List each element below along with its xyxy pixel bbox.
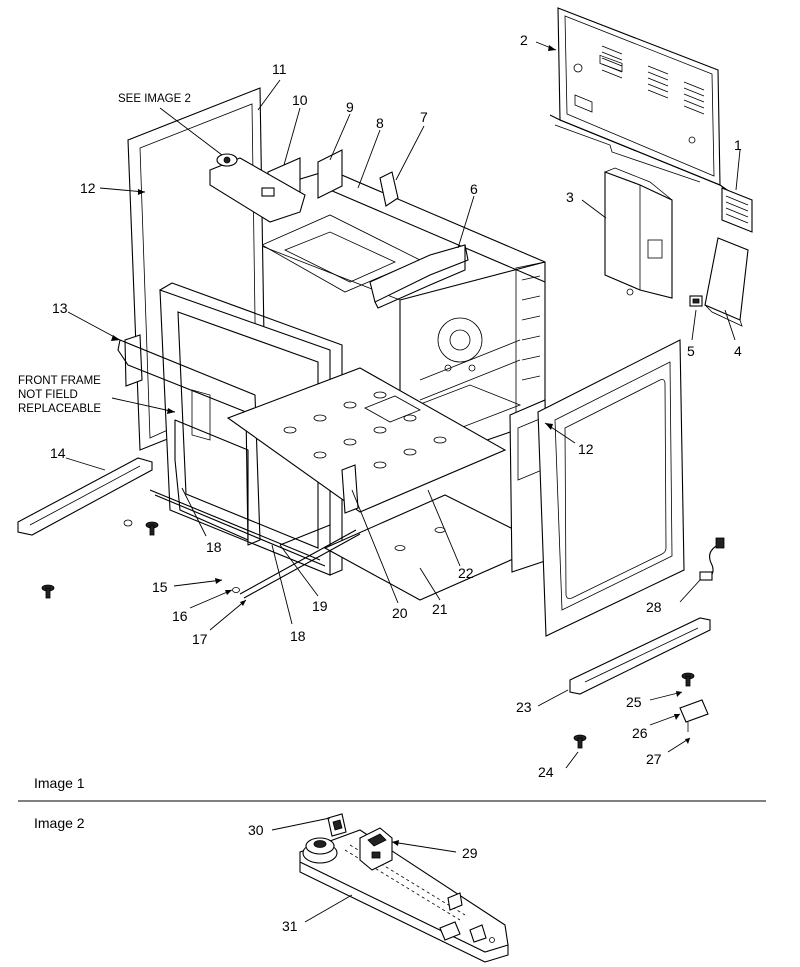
callout-2: 2: [520, 32, 528, 48]
callout-17: 17: [192, 631, 208, 647]
callout-16: 16: [172, 608, 188, 624]
callout-6: 6: [470, 181, 478, 197]
part-vent-cover: [721, 187, 753, 233]
note-front-frame-line-1: FRONT FRAME: [18, 375, 101, 387]
callout-27: 27: [646, 751, 662, 767]
part-door-panel: [537, 339, 685, 637]
image-2-caption: Image 2: [34, 815, 85, 831]
callout-13: 13: [52, 300, 68, 316]
part-control-assembly-top: [209, 153, 306, 223]
part-center-bracket: [341, 464, 359, 514]
part-duct: [604, 167, 673, 299]
image-1: SEE IMAGE 2 FRONT FRAME NOT FIELD REPLAC…: [17, 7, 753, 791]
part-regulator: [302, 813, 347, 864]
callout-31: 31: [282, 918, 298, 934]
part-shield: [704, 237, 749, 327]
part-lower-bottom: [323, 494, 547, 601]
callout-8: 8: [376, 115, 384, 131]
part-leveler-bracket: [679, 699, 709, 732]
part-power-cord: [699, 537, 725, 581]
callout-22: 22: [458, 565, 474, 581]
callout-29: 29: [462, 845, 478, 861]
part-top-bracket: [379, 171, 399, 207]
part-clip: [689, 295, 703, 307]
callout-7: 7: [420, 109, 428, 125]
callout-18-upper: 18: [206, 539, 222, 555]
callout-1: 1: [734, 137, 742, 153]
part-switch-block: [359, 827, 393, 871]
callout-10: 10: [292, 92, 308, 108]
callout-24: 24: [538, 764, 554, 780]
callout-14: 14: [50, 445, 66, 461]
callout-11: 11: [272, 61, 287, 77]
note-see-image-2: SEE IMAGE 2: [118, 93, 191, 105]
fasteners: [41, 519, 695, 749]
leader-arrows: [111, 45, 690, 744]
callout-28: 28: [646, 599, 662, 615]
part-bake-element: [117, 339, 261, 546]
callout-20: 20: [392, 605, 408, 621]
part-left-rail: [17, 457, 153, 536]
callout-labels: 1 2 3 4 5 6 7 8 9 10 11 12 12 13 14 15 1…: [50, 32, 742, 780]
part-rods: [149, 489, 361, 599]
part-top-strip: [317, 149, 343, 199]
callout-12-right: 12: [578, 441, 594, 457]
part-bracket-channel: [369, 244, 469, 309]
part-back-panel: [549, 7, 731, 193]
image-2: Image 2: [34, 813, 509, 963]
note-front-frame-line-3: REPLACEABLE: [18, 403, 101, 415]
callout-30: 30: [248, 822, 264, 838]
callout-18-lower: 18: [290, 628, 306, 644]
callout-15: 15: [152, 579, 168, 595]
callout-23: 23: [516, 699, 532, 715]
callout-4: 4: [734, 343, 742, 359]
callout-9: 9: [346, 99, 354, 115]
callout-5: 5: [687, 343, 695, 359]
callout-21: 21: [432, 601, 448, 617]
callout-3: 3: [566, 189, 574, 205]
callout-12-left: 12: [80, 180, 96, 196]
part-bottom-rail: [569, 617, 711, 695]
image-1-caption: Image 1: [34, 775, 85, 791]
callout-26: 26: [632, 725, 648, 741]
callout-25: 25: [626, 694, 642, 710]
note-front-frame-line-2: NOT FIELD: [18, 389, 78, 401]
callout-19: 19: [312, 598, 328, 614]
